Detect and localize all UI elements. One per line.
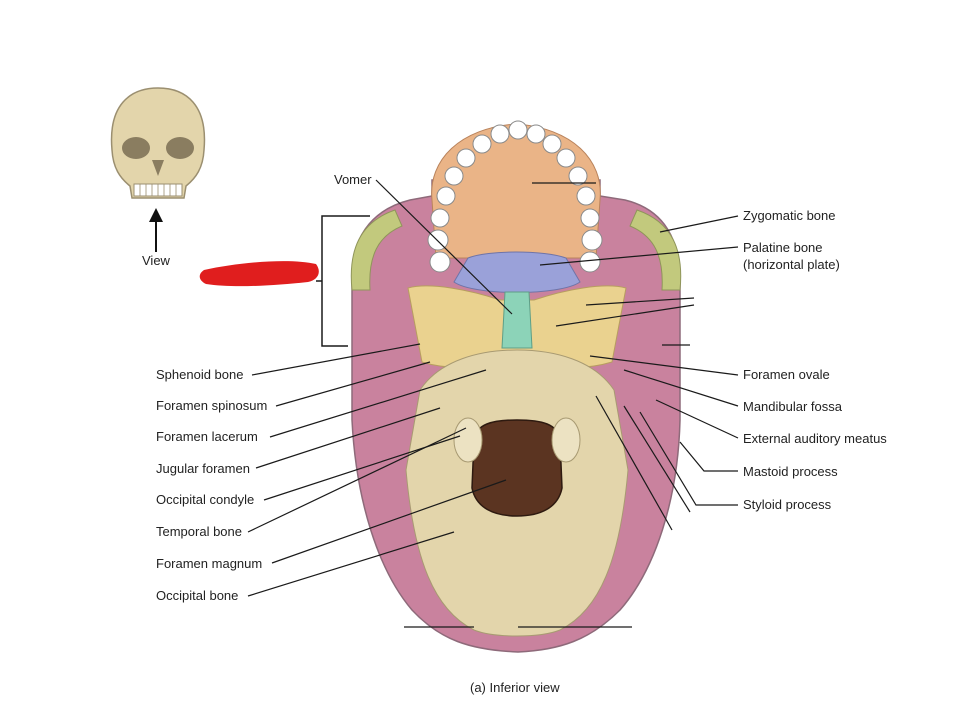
label-jugular-foramen: Jugular foramen <box>156 461 250 476</box>
label-foramen-ovale: Foramen ovale <box>743 367 830 382</box>
bracket <box>316 215 370 347</box>
label-occipital-condyle: Occipital condyle <box>156 492 255 507</box>
label-occipital-bone: Occipital bone <box>156 588 239 603</box>
view-arrow-icon <box>149 208 163 252</box>
figure-caption: (a) Inferior view <box>470 680 560 695</box>
label-sphenoid-bone: Sphenoid bone <box>156 367 244 382</box>
skull-thumbnail <box>110 87 206 199</box>
label-mandibular-fossa: Mandibular fossa <box>743 399 842 414</box>
label-foramen-lacerum: Foramen lacerum <box>156 429 258 444</box>
label-foramen-spinosum: Foramen spinosum <box>156 398 268 413</box>
view-label: View <box>142 253 170 268</box>
label-temporal-bone: Temporal bone <box>156 524 242 539</box>
label-zygomatic-bone: Zygomatic bone <box>743 208 836 223</box>
redaction-mark <box>199 261 319 287</box>
label-mastoid-process: Mastoid process <box>743 464 838 479</box>
label-external-auditory-meatus: External auditory meatus <box>743 431 887 446</box>
label-styloid-process: Styloid process <box>743 497 832 512</box>
label-palatine-bone-sub: (horizontal plate) <box>743 257 840 272</box>
label-palatine-bone: Palatine bone <box>743 240 823 255</box>
leader-lines <box>247 179 739 628</box>
skull-inferior <box>350 120 682 653</box>
label-vomer: Vomer <box>334 172 372 187</box>
label-foramen-magnum: Foramen magnum <box>156 556 263 571</box>
